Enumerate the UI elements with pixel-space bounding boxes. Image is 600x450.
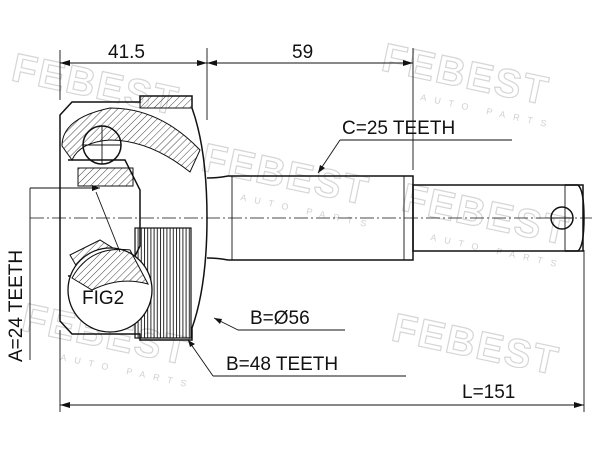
- arrowhead: [318, 165, 325, 173]
- dimension-label-41-5: 41.5: [108, 42, 145, 63]
- overall-dimension: L=151: [59, 250, 585, 412]
- fig2-detail: FIG2: [67, 191, 153, 333]
- housing-outline: [59, 95, 208, 341]
- arrowhead: [574, 402, 584, 408]
- arrowhead: [403, 60, 413, 66]
- b-diameter-label: B=Ø56: [250, 308, 310, 329]
- housing-hatch-upper: [61, 107, 201, 173]
- housing-hatch-top: [139, 95, 193, 109]
- arrowhead: [214, 318, 222, 324]
- watermark-text: FEBEST: [388, 306, 563, 384]
- a-teeth-annotation: A=24 TEETH: [6, 185, 100, 362]
- arrowhead: [207, 60, 217, 66]
- shaft: [206, 175, 585, 261]
- shaft-tip: [565, 184, 585, 252]
- arrowhead: [188, 340, 195, 347]
- watermark-text: FEBEST: [398, 176, 573, 254]
- detail-leader: [95, 191, 121, 253]
- detail-label: FIG2: [82, 288, 124, 309]
- arrowhead: [60, 402, 70, 408]
- detail-hatch: [71, 248, 149, 291]
- threaded-end: [412, 184, 584, 252]
- b-teeth-leader: [187, 339, 214, 377]
- arrowhead: [60, 60, 70, 66]
- b-teeth-label: B=48 TEETH: [226, 354, 338, 375]
- b-diameter-annotation: B=Ø56: [213, 308, 345, 331]
- c-teeth-label: C=25 TEETH: [342, 118, 455, 139]
- c-teeth-annotation: C=25 TEETH: [317, 118, 512, 174]
- arrowhead: [92, 185, 100, 191]
- inner-race-hatch: [77, 167, 134, 187]
- dimension-label-overall: L=151: [462, 382, 515, 403]
- a-teeth-label: A=24 TEETH: [6, 250, 27, 362]
- watermark-group: FEBEST FEBEST FEBEST FEBEST FEBEST FEBES…: [8, 35, 574, 390]
- top-dimensions: 41.5 59: [59, 42, 414, 170]
- arrowhead: [197, 60, 207, 66]
- b-teeth-annotation: B=48 TEETH: [187, 339, 406, 377]
- dimension-label-59: 59: [292, 42, 313, 63]
